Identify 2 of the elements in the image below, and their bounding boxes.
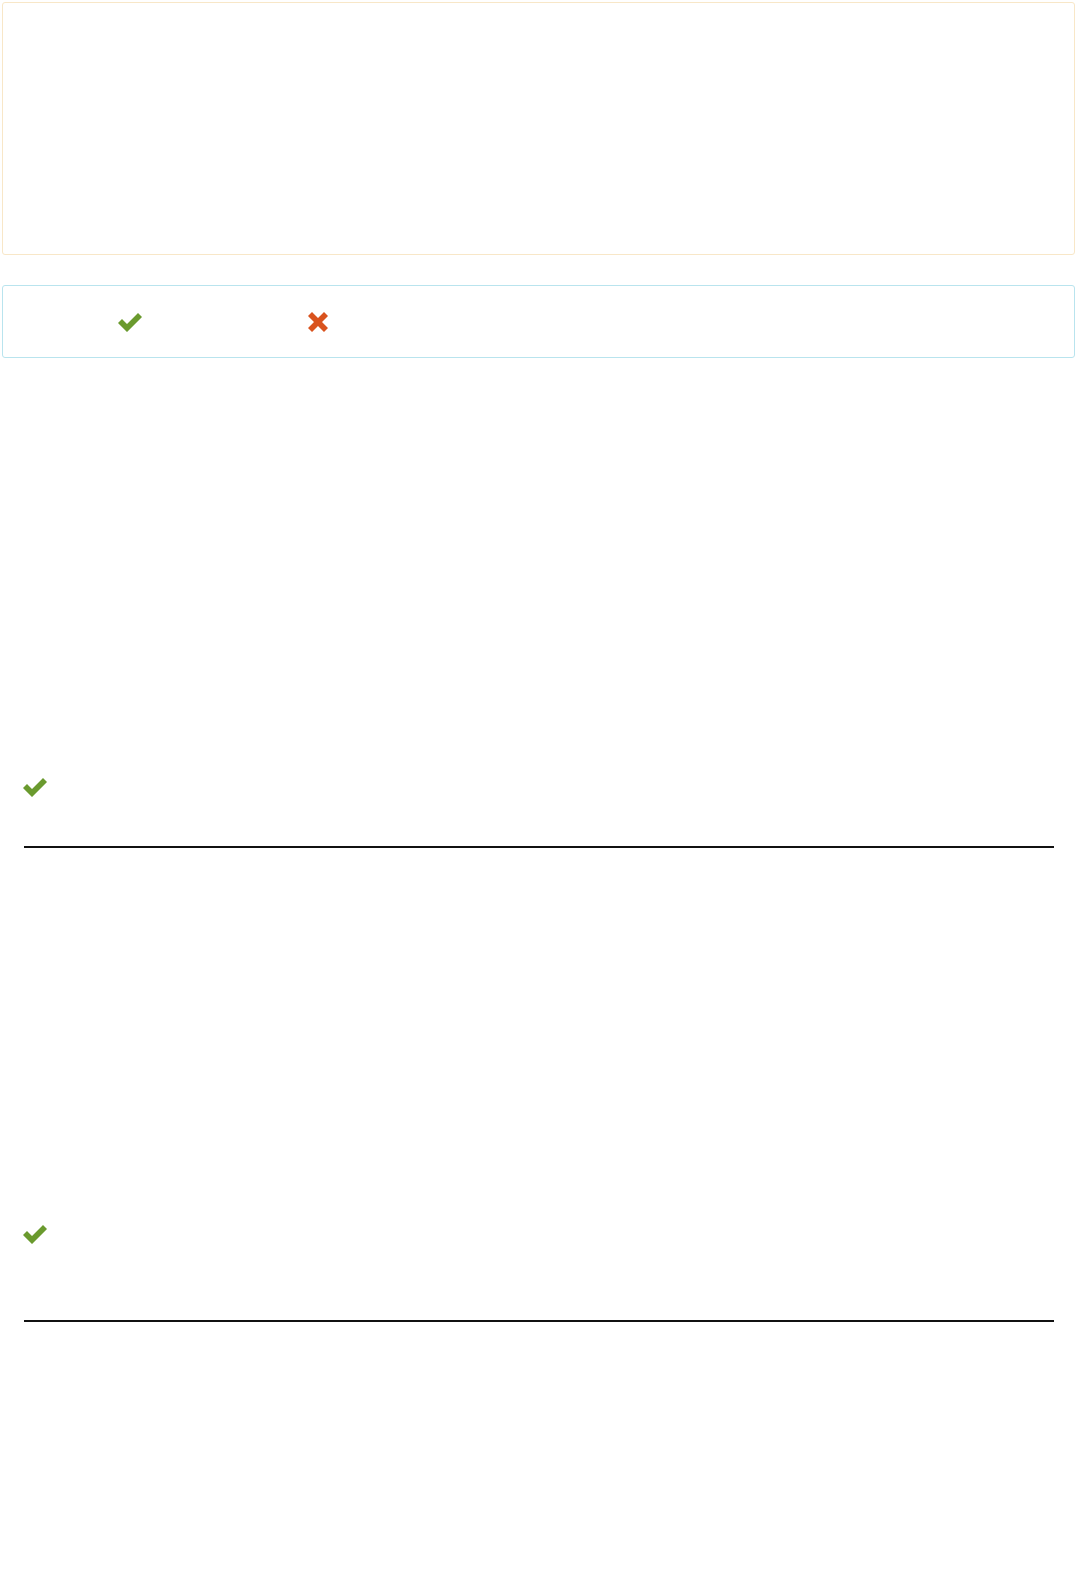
panel [2, 2, 1075, 255]
panel [2, 285, 1075, 358]
